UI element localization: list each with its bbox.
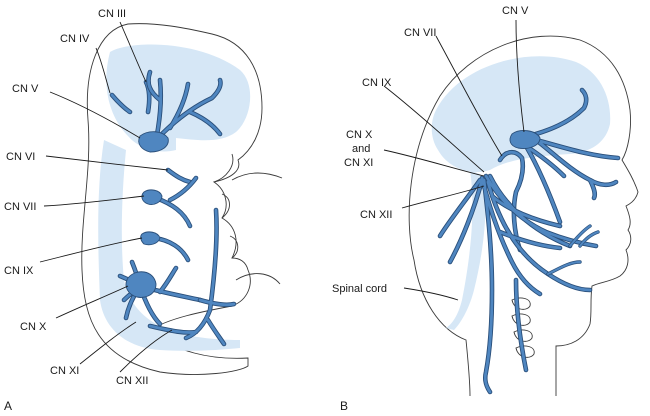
- panel-letter-a: A: [4, 399, 12, 413]
- label-cn7: CN VII: [4, 201, 36, 213]
- panel-a-leaders: [39, 21, 173, 373]
- panel-b-leaders: [383, 19, 525, 301]
- label-cn7-adult: CN VII: [404, 27, 436, 39]
- label-cn10-line2: and: [352, 143, 370, 155]
- label-cn12: CN XII: [116, 375, 148, 387]
- label-cn5-adult: CN V: [502, 5, 529, 17]
- cn5-ganglion-adult: [509, 130, 541, 149]
- arch-bumps: [213, 153, 239, 259]
- cn9-nerve: [151, 235, 191, 263]
- brain-tissue: [431, 56, 611, 172]
- label-cn5: CN V: [12, 83, 39, 95]
- label-spinal-cord: Spinal cord: [332, 283, 387, 295]
- label-cn9-adult: CN IX: [362, 77, 392, 89]
- embryo-neck-outline: [231, 172, 283, 285]
- head-outline: [408, 35, 639, 397]
- cn9-ganglion: [140, 231, 161, 246]
- embryo-nerves: [109, 69, 237, 347]
- head-nerves: [437, 87, 621, 395]
- cn10-ganglion: [125, 271, 157, 298]
- label-cn10-line3: CN XI: [344, 157, 373, 169]
- panel-letter-b: B: [340, 399, 348, 413]
- label-cn11: CN XI: [50, 365, 79, 377]
- label-cn3: CN III: [98, 8, 126, 20]
- label-cn12-adult: CN XII: [360, 209, 392, 221]
- label-cn10: CN X: [20, 321, 47, 333]
- label-cn4: CN IV: [60, 33, 90, 45]
- panel-a-embryo: CN III CN IV CN V CN VI CN VII CN IX CN …: [4, 8, 283, 413]
- spinal-cord-tissue: [446, 170, 486, 330]
- embryo-spinal-tissue: [98, 140, 240, 351]
- cn7-ganglion: [141, 189, 163, 205]
- label-cn6: CN VI: [6, 151, 35, 163]
- panel-b-head: CN V CN VII CN IX CN X and CN XI CN XII …: [332, 5, 639, 413]
- cn5-ganglion: [138, 131, 169, 153]
- label-cn10-line1: CN X: [346, 129, 373, 141]
- embryo-brain-tissue: [106, 44, 251, 152]
- label-cn9: CN IX: [4, 265, 34, 277]
